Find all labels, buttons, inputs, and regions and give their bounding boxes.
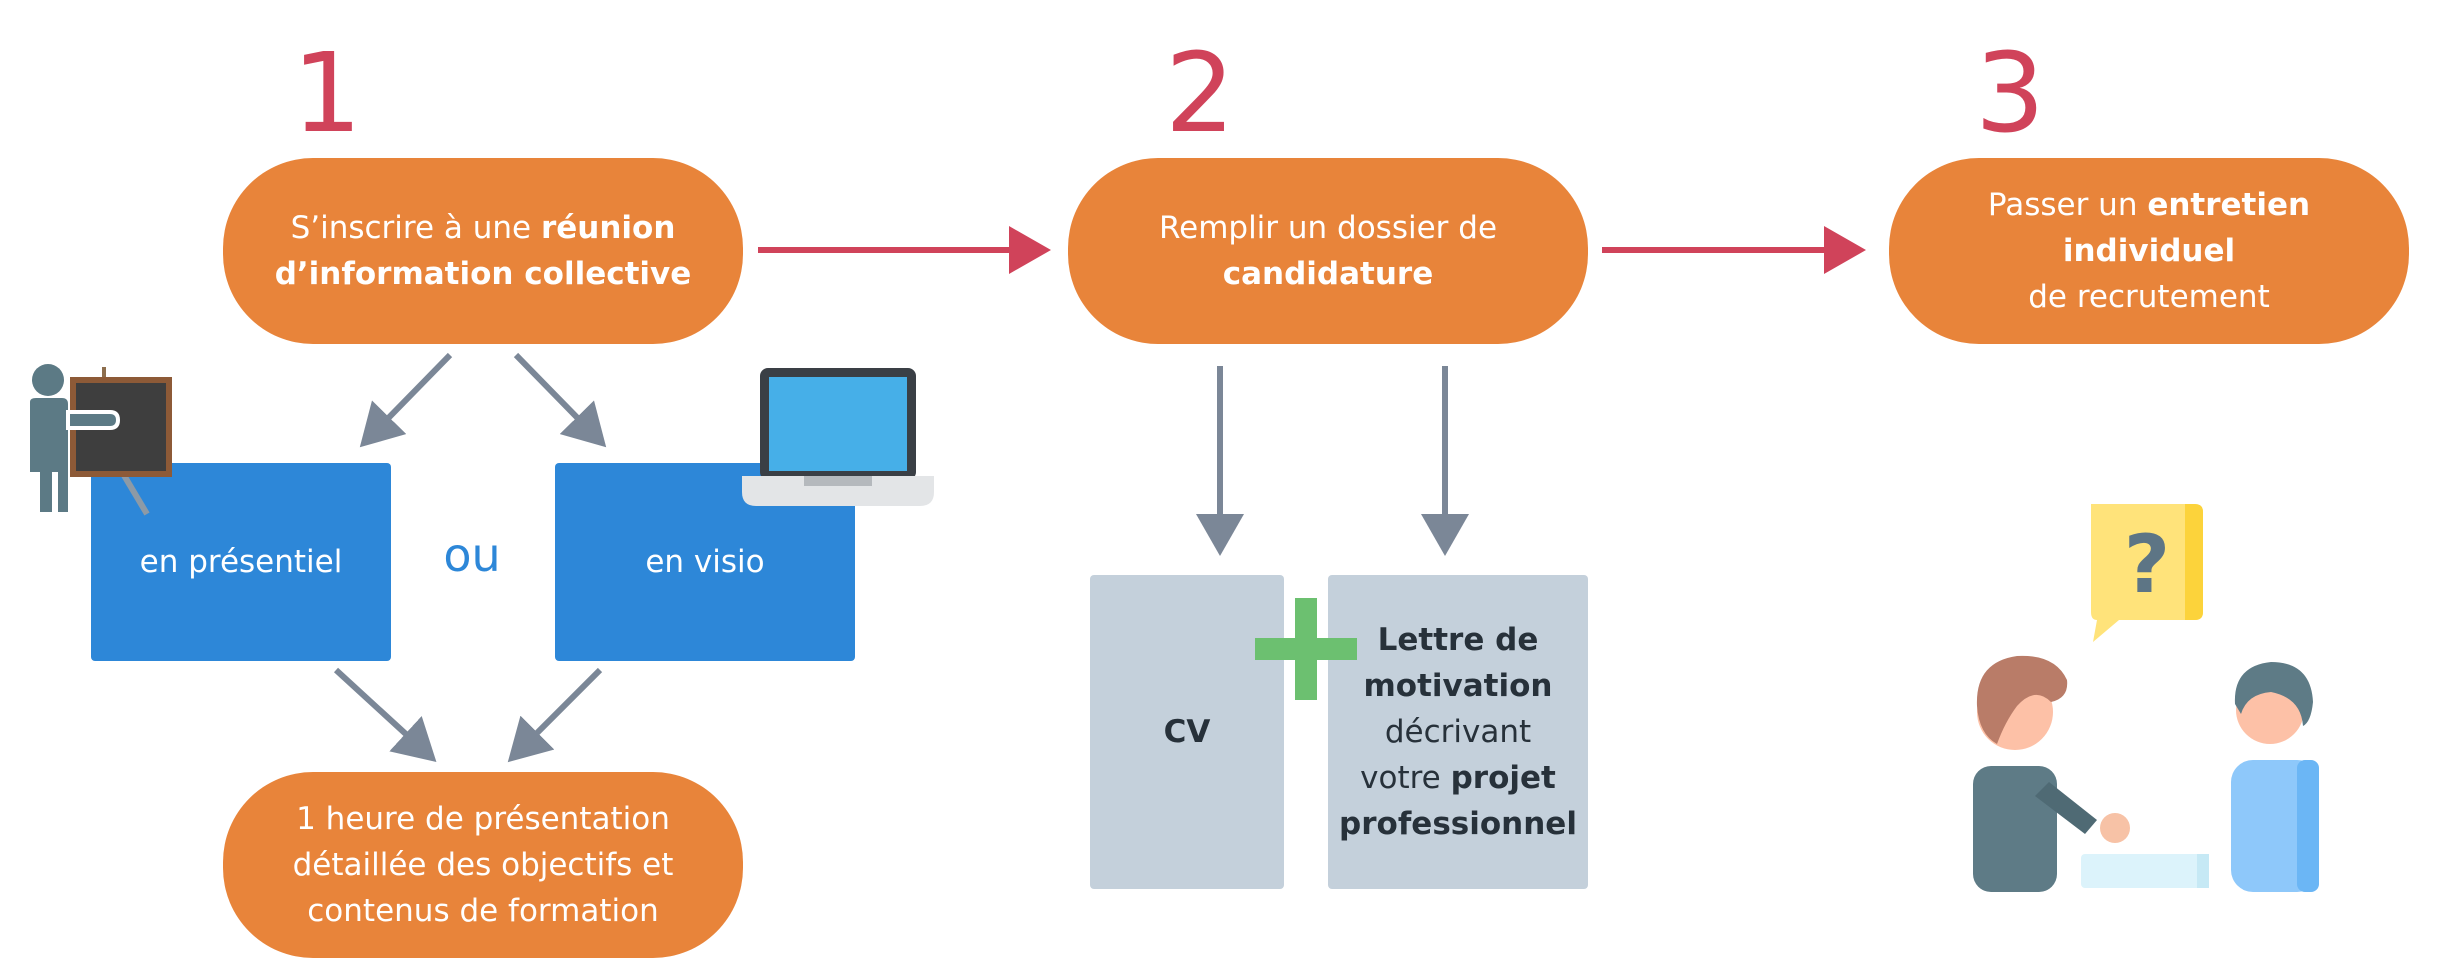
step-3-bold-text: entretien individuel [2062, 187, 2311, 269]
visio-box: en visio [555, 463, 855, 661]
question-speech-bubble-icon: ? [2091, 504, 2203, 642]
step-1-pill: S’inscrire à une réunion d’information c… [223, 158, 743, 344]
svg-text:?: ? [2124, 518, 2170, 611]
teacher-blackboard-icon [30, 364, 172, 516]
letter-title-1: Lettre de [1377, 622, 1539, 658]
letter-title-4: professionnel [1339, 806, 1577, 842]
step-2-number: 2 [1165, 29, 1235, 157]
step-1-text: S’inscrire à une [290, 210, 541, 246]
step-1-bold-text-2: d’information collective [274, 256, 692, 292]
letter-title-3: projet [1450, 760, 1556, 796]
arrow-visio-to-session [507, 667, 603, 763]
arrow-to-presentiel [359, 352, 453, 448]
step-2-bold-text: candidature [1222, 256, 1434, 292]
step-1-bold-text: réunion [540, 210, 676, 246]
visio-label: en visio [645, 544, 765, 580]
arrow-presentiel-to-session [333, 667, 437, 763]
cv-label: CV [1163, 714, 1211, 750]
info-session-pill: 1 heure de présentation détaillée des ob… [223, 772, 743, 958]
step-3-text-2: de recrutement [2028, 279, 2270, 315]
arrow-to-visio [513, 352, 607, 448]
interview-people-icon [1973, 655, 2319, 892]
presentiel-label: en présentiel [139, 544, 343, 580]
step-3-pill: Passer un entretien individuel de recrut… [1889, 158, 2409, 344]
cv-card: CV [1090, 575, 1284, 889]
plus-icon [1255, 598, 1357, 700]
info-session-line-1: 1 heure de présentation [296, 801, 670, 837]
letter-title-2: motivation [1363, 668, 1553, 704]
step-3-number: 3 [1975, 29, 2045, 157]
letter-text-1: décrivant [1384, 714, 1532, 750]
or-separator: ou [443, 528, 501, 582]
step-3-text: Passer un [1987, 187, 2148, 223]
step-2-pill: Remplir un dossier de candidature [1068, 158, 1588, 344]
motivation-letter-card: Lettre de motivation décrivant votre pro… [1328, 575, 1588, 889]
laptop-icon [742, 368, 934, 506]
info-session-line-2: détaillée des objectifs et [292, 847, 674, 883]
presentiel-box: en présentiel [91, 463, 391, 661]
step-1-number: 1 [292, 29, 362, 157]
info-session-line-3: contenus de formation [307, 893, 659, 929]
letter-text-2: votre [1360, 760, 1451, 796]
step-2-text: Remplir un dossier de [1158, 210, 1498, 246]
